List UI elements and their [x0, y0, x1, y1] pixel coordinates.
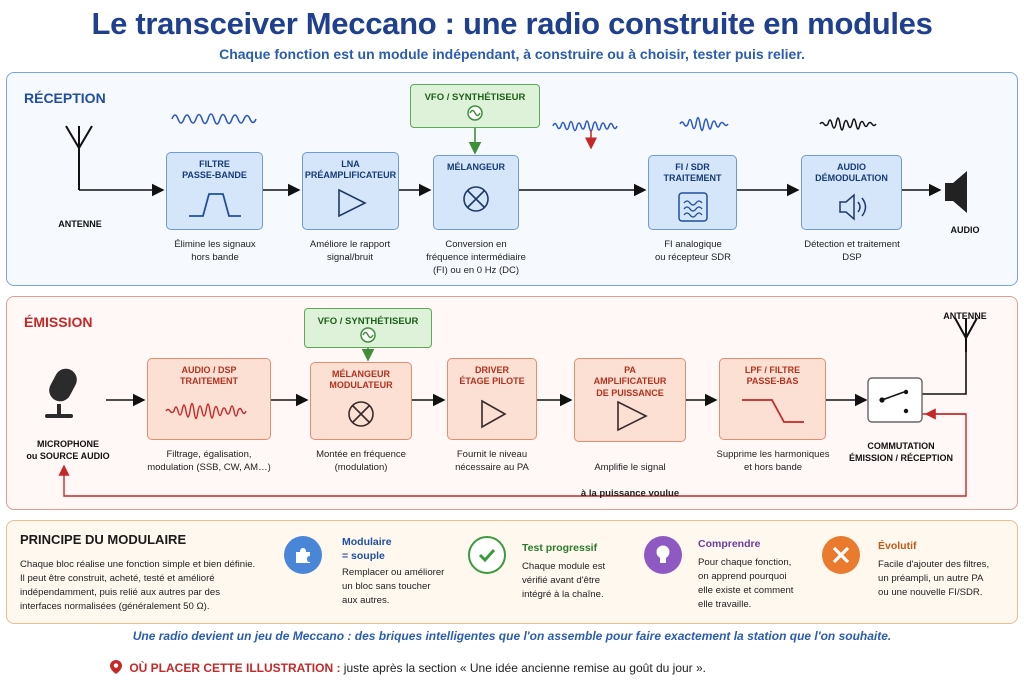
puzzle-icon [284, 536, 322, 574]
tx-caption-line-bold: à la puissance voulue [580, 488, 680, 500]
check-icon [468, 536, 506, 574]
placement-text: juste après la section « Une idée ancien… [340, 661, 707, 675]
rx-audio-label: AUDIO [950, 225, 980, 235]
principle-item-title: Modulaire = souple [342, 536, 392, 562]
rx-caption: FI analogique ou récepteur SDR [654, 239, 732, 264]
tx-caption: Supprime les harmoniques et hors bande [716, 449, 830, 474]
rx-block-mixer: MÉLANGEUR [433, 155, 519, 230]
bandpass-icon [188, 192, 241, 217]
tx-vfo-block: VFO / SYNTHÉTISEUR [304, 308, 432, 348]
microphone-label: MICROPHONE ou SOURCE AUDIO [26, 439, 110, 462]
principle-item-text: Remplacer ou améliorer un bloc sans touc… [342, 567, 445, 607]
rx-caption: Améliore le rapport signal/bruit [309, 239, 391, 264]
audio-wave-icon [165, 402, 247, 419]
tx-block-label: DRIVER ÉTAGE PILOTE [459, 365, 525, 387]
tr-switch-label: COMMUTATION ÉMISSION / RÉCEPTION [848, 441, 953, 464]
rx-block-label: AUDIO DÉMODULATION [815, 162, 888, 184]
rx-antenna-label: ANTENNE [58, 219, 102, 229]
tx-vfo-label: VFO / SYNTHÉTISEUR [317, 316, 419, 327]
tx-block-label: AUDIO / DSP TRAITEMENT [180, 365, 238, 387]
tx-caption-line: Amplifie le signal [594, 462, 666, 474]
rx-caption: Conversion en fréquence intermédiaire (F… [426, 239, 526, 277]
location-pin-icon [110, 660, 122, 674]
rx-block-sdr: FI / SDR TRAITEMENT [648, 155, 737, 230]
tx-antenna-label: ANTENNE [943, 311, 987, 321]
rx-caption: Détection et traitement DSP [804, 239, 900, 264]
principle-text: Chaque bloc réalise une fonction simple … [20, 559, 256, 613]
tx-caption: Fournit le niveau nécessaire au PA [455, 449, 529, 474]
page-title: Le transceiver Meccano : une radio const… [91, 6, 933, 41]
rx-block-lna: LNA PRÉAMPLIFICATEUR [302, 152, 399, 230]
rx-vfo-label: VFO / SYNTHÉTISEUR [424, 92, 526, 103]
oscillator-icon [360, 327, 376, 343]
tx-block-mixer: MÉLANGEUR MODULATEUR [310, 362, 412, 440]
principle-item-title: Comprendre [698, 538, 761, 550]
sdr-wave-icon [677, 191, 708, 222]
oscillator-icon [467, 105, 483, 121]
tx-block-pa: PA AMPLIFICATEUR DE PUISSANCE [574, 358, 686, 442]
tx-block-driver: DRIVER ÉTAGE PILOTE [447, 358, 537, 440]
tx-block-label: LPF / FILTRE PASSE-BAS [744, 365, 801, 387]
speaker-icon [838, 192, 866, 221]
principle-item-text: Chaque module est vérifié avant d'être i… [522, 561, 606, 601]
mixer-icon [463, 186, 489, 213]
rx-vfo-block: VFO / SYNTHÉTISEUR [410, 84, 540, 128]
tools-icon [822, 536, 860, 574]
footer-tagline: Une radio devient un jeu de Meccano : de… [132, 629, 892, 643]
tx-block-label: MÉLANGEUR MODULATEUR [329, 369, 393, 391]
reception-title: RÉCEPTION [24, 90, 106, 106]
tx-caption-pa: Amplifie le signal à la puissance voulue [564, 448, 696, 500]
rx-block-label: LNA PRÉAMPLIFICATEUR [304, 159, 397, 181]
amplifier-triangle-icon [617, 400, 648, 432]
placement-lead: OÙ PLACER CETTE ILLUSTRATION : [129, 661, 341, 675]
placement-note: OÙ PLACER CETTE ILLUSTRATION : juste apr… [110, 660, 706, 675]
mixer-icon [348, 400, 374, 427]
lowpass-icon [741, 398, 804, 423]
tx-caption: Filtrage, égalisation, modulation (SSB, … [147, 449, 271, 474]
rx-block-audio-demod: AUDIO DÉMODULATION [801, 155, 902, 230]
tx-caption: Montée en fréquence (modulation) [316, 449, 406, 474]
tx-block-audio-dsp: AUDIO / DSP TRAITEMENT [147, 358, 271, 440]
rx-block-label: MÉLANGEUR [447, 162, 505, 172]
tx-block-label: PA AMPLIFICATEUR DE PUISSANCE [593, 365, 667, 398]
emission-title: ÉMISSION [24, 314, 93, 330]
principle-item-text: Pour chaque fonction, on apprend pourquo… [698, 557, 794, 611]
tx-block-lowpass: LPF / FILTRE PASSE-BAS [719, 358, 826, 440]
amplifier-triangle-icon [337, 188, 367, 217]
rx-block-bandpass: FILTRE PASSE-BANDE [166, 152, 263, 230]
principle-item-text: Facile d'ajouter des filtres, un préampl… [878, 559, 990, 599]
rx-block-label: FILTRE PASSE-BANDE [182, 159, 247, 181]
rx-caption: Élimine les signaux hors bande [174, 239, 256, 264]
principle-item-title: Évolutif [878, 540, 917, 552]
lightbulb-icon [644, 536, 682, 574]
rx-block-label: FI / SDR TRAITEMENT [663, 162, 722, 184]
page-subtitle: Chaque fonction est un module indépendan… [219, 46, 805, 62]
amplifier-triangle-icon [481, 399, 507, 428]
principle-title: PRINCIPE DU MODULAIRE [20, 532, 187, 547]
principle-item-title: Test progressif [522, 542, 598, 554]
